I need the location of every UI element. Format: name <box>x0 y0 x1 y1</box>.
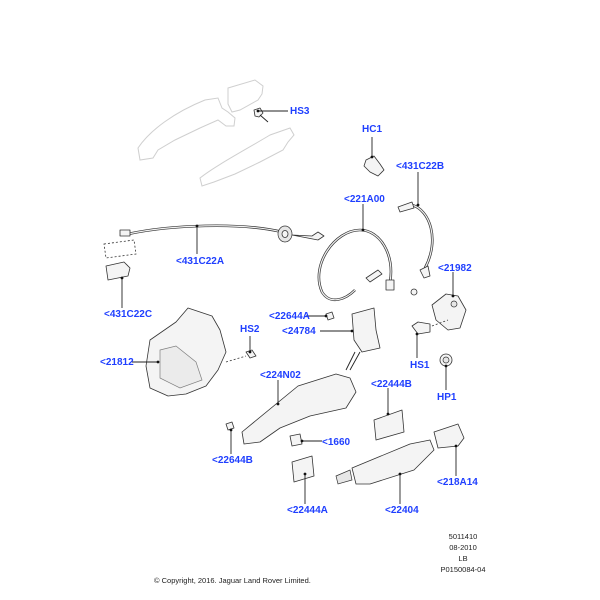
hc1-clip <box>363 137 385 177</box>
lock-housing-21812 <box>132 307 257 397</box>
callout-431c22b[interactable]: <431C22B <box>396 161 445 172</box>
callout-21812[interactable]: <21812 <box>100 357 134 368</box>
cap-1660 <box>289 433 322 447</box>
callout-221a00[interactable]: <221A00 <box>344 194 385 205</box>
diagram-code: LB <box>458 554 468 563</box>
ref-number: 5011410 <box>448 532 478 541</box>
copyright-notice: © Copyright, 2016. Jaguar Land Rover Lim… <box>154 576 311 585</box>
ghost-handle-outlines <box>137 79 295 187</box>
callout-hs3[interactable]: HS3 <box>290 106 310 117</box>
handle-frame-224n02 <box>225 373 357 454</box>
gasket-22444b <box>373 388 405 441</box>
callout-224n02[interactable]: <224N02 <box>260 370 301 381</box>
cable-221a00 <box>317 204 395 302</box>
latch-21982 <box>431 272 467 331</box>
callout-22644a[interactable]: <22644A <box>269 311 310 322</box>
callout-24784[interactable]: <24784 <box>282 326 316 337</box>
cable-431c22b <box>397 172 434 296</box>
callout-22444a[interactable]: <22444A <box>287 505 328 516</box>
callout-hs1[interactable]: HS1 <box>410 360 430 371</box>
callout-hc1[interactable]: HC1 <box>362 124 383 135</box>
cover-218a14 <box>433 423 465 476</box>
diagram-date: 08-2010 <box>449 543 477 552</box>
outer-handle-22404 <box>335 439 435 504</box>
clip-431c22c <box>105 261 131 308</box>
hp1-plug <box>439 353 453 390</box>
bracket-24784 <box>306 307 381 371</box>
hs1-screw <box>411 321 431 358</box>
callout-hs2[interactable]: HS2 <box>240 324 260 335</box>
callout-21982[interactable]: <21982 <box>438 263 472 274</box>
callout-218a14[interactable]: <218A14 <box>437 477 478 488</box>
gasket-22444a <box>291 455 315 504</box>
cable-431c22a <box>103 224 325 259</box>
hs3-clip <box>253 107 288 123</box>
callout-1660[interactable]: <1660 <box>322 437 351 448</box>
callout-22404[interactable]: <22404 <box>385 505 419 516</box>
callout-hp1[interactable]: HP1 <box>437 392 457 403</box>
callout-431c22a[interactable]: <431C22A <box>176 256 225 267</box>
illustration-id: P0150084-04 <box>440 565 486 574</box>
callout-431c22c[interactable]: <431C22C <box>104 309 153 320</box>
callout-22444b[interactable]: <22444B <box>371 379 412 390</box>
callout-22644b[interactable]: <22644B <box>212 455 253 466</box>
